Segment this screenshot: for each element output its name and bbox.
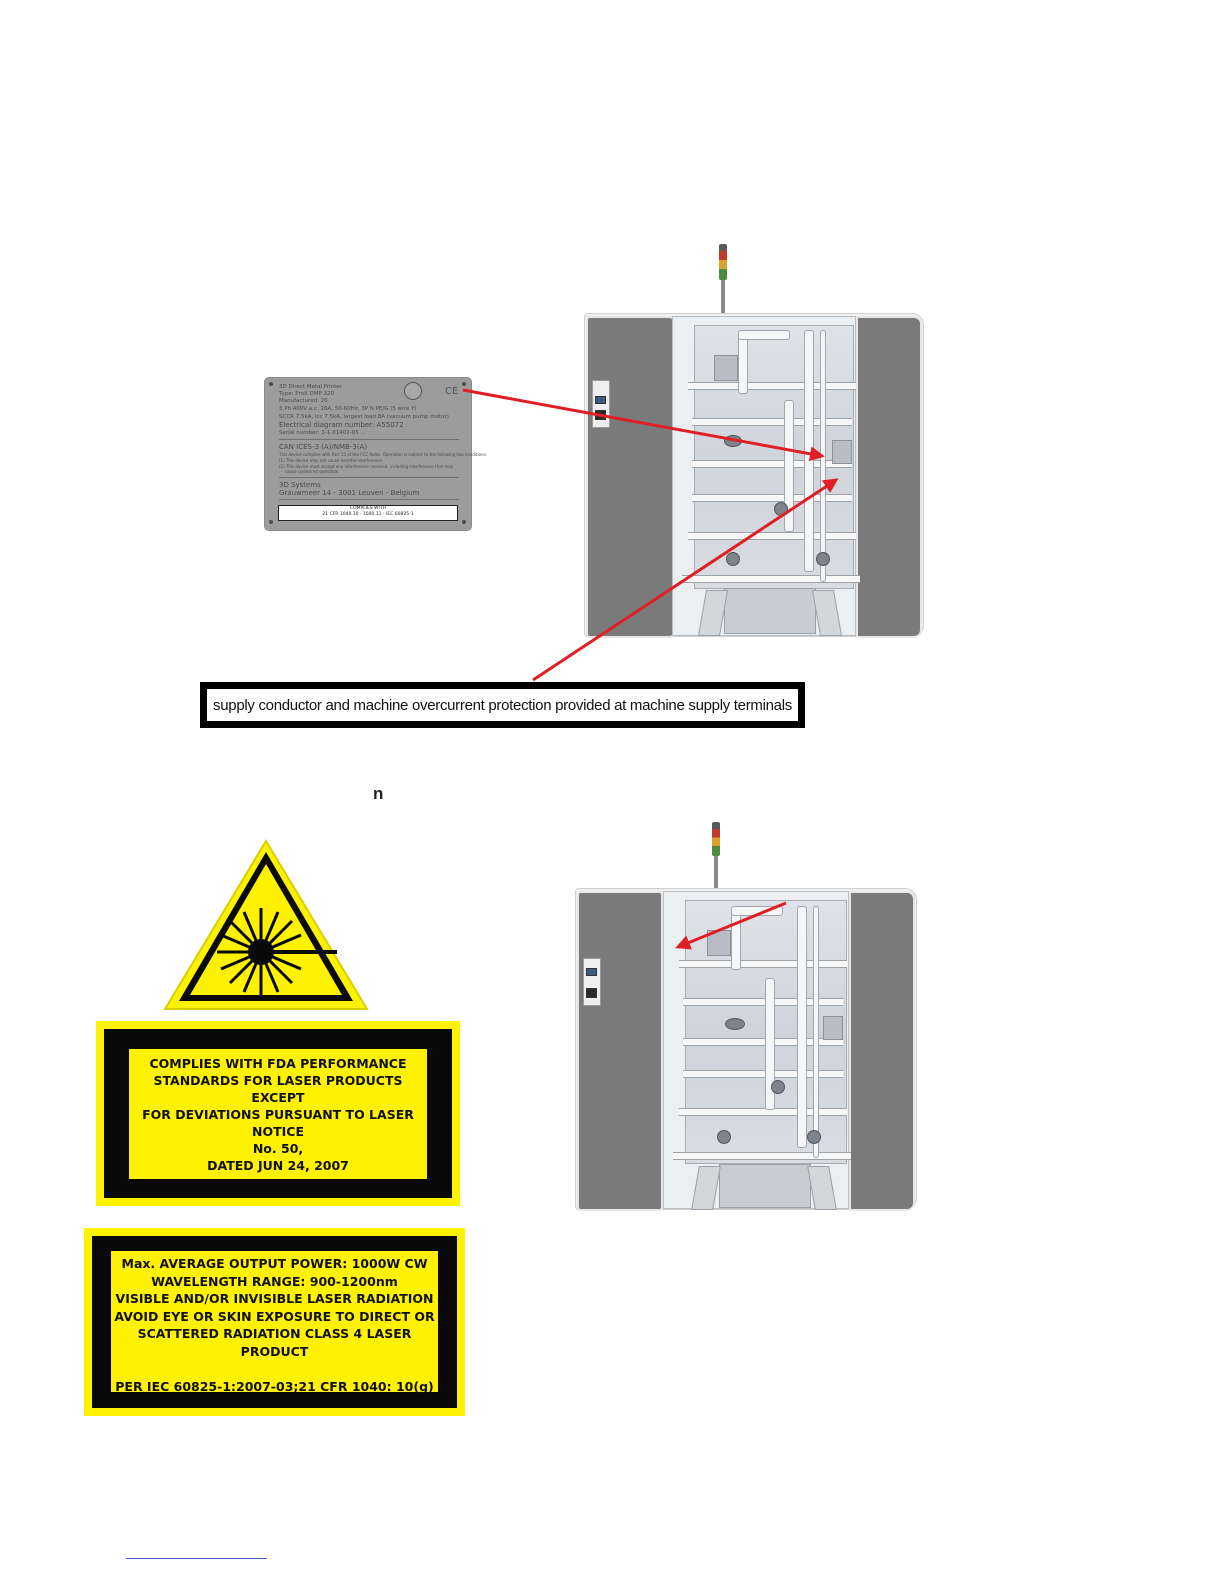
machine-component [707, 930, 731, 956]
plate-line: Type: ProX DMP 320 [279, 391, 335, 397]
plate-line: Manufactured: 20 [279, 398, 328, 404]
machine-left-door [586, 316, 674, 638]
machine-valve [771, 1080, 785, 1094]
signal-tower-light [712, 822, 720, 856]
machine-right-door [849, 891, 915, 1211]
machine-shelf [692, 460, 852, 468]
machine-base [724, 588, 816, 634]
machine-shelf [682, 575, 860, 583]
plate-divider [279, 499, 459, 500]
machine-top-illustration [584, 240, 924, 640]
label-line: AVOID EYE OR SKIN EXPOSURE TO DIRECT OR [114, 1308, 435, 1324]
machine-control-panel [592, 380, 610, 428]
plate-line: Serial number: 3-1-01401-05 ... [279, 430, 366, 436]
machine-component [714, 355, 738, 381]
machine-pipe [731, 906, 783, 916]
plate-fcc-line: cause undesired operation. [285, 469, 340, 474]
label-text-area: COMPLIES WITH FDA PERFORMANCE STANDARDS … [129, 1049, 427, 1179]
plate-line: 3 Ph 400V a.c. 16A, 50-60Hz, 3P N PE/G (… [279, 406, 417, 412]
plate-line: 3D Direct Metal Printer [279, 384, 342, 390]
machine-shelf [683, 1038, 843, 1046]
laser-label-output-power: Max. AVERAGE OUTPUT POWER: 1000W CW WAVE… [84, 1228, 465, 1416]
machine-component [823, 1016, 843, 1040]
machine-pipe [804, 330, 814, 572]
plate-screw-hole [269, 382, 273, 386]
machine-valve [807, 1130, 821, 1144]
machine-pipe [731, 910, 741, 970]
compliance-title: COMPLIES WITH [349, 506, 387, 511]
machine-valve [717, 1130, 731, 1144]
plate-line: SCCR 7.5kA, Icc 7.5kA, largest load 8A (… [279, 414, 449, 420]
machine-shelf [683, 1070, 843, 1078]
signal-tower-pole [721, 280, 725, 315]
machine-shelf [688, 382, 856, 390]
caption-box: supply conductor and machine overcurrent… [200, 682, 805, 728]
label-line: FOR DEVIATIONS PURSUANT TO LASER NOTICE [142, 1106, 414, 1139]
machine-panel-button [586, 968, 597, 976]
caption-text: supply conductor and machine overcurrent… [207, 689, 798, 721]
machine-pipe [765, 978, 775, 1110]
machine-pipe [813, 906, 819, 1158]
plate-fcc-line: This device complies with Part 15 of the… [279, 452, 487, 457]
signal-tower-light [719, 244, 727, 280]
machine-component [832, 440, 852, 464]
ce-mark: CE [445, 386, 459, 397]
manufacturer-logo-icon [404, 382, 422, 400]
plate-compliance-stamp: COMPLIES WITH 21 CFR 1040.10 - 1040.11 -… [278, 505, 458, 521]
machine-valve [726, 552, 740, 566]
plate-fcc-line: (1) This device may not cause harmful in… [279, 458, 384, 463]
plate-manufacturer: 3D Systems [279, 481, 321, 489]
machine-bottom-illustration [575, 818, 920, 1218]
label-text-area: Max. AVERAGE OUTPUT POWER: 1000W CW WAVE… [111, 1251, 438, 1394]
machine-panel-button [595, 396, 606, 404]
machine-pipe [738, 334, 748, 394]
label-line: Max. AVERAGE OUTPUT POWER: 1000W CW [121, 1256, 428, 1271]
label-line: SCATTERED RADIATION CLASS 4 LASER [137, 1326, 412, 1341]
machine-panel-button [586, 988, 597, 998]
plate-fcc-line: (2) This device must accept any interfer… [279, 464, 454, 469]
rating-plate: CE 3D Direct Metal Printer Type: ProX DM… [264, 377, 487, 531]
plate-screw-hole [462, 382, 466, 386]
plate-divider [279, 439, 459, 440]
plate-screw-hole [462, 520, 466, 524]
signal-tower-pole [714, 856, 718, 890]
machine-pipe [820, 330, 826, 582]
label-line: WAVELENGTH RANGE: 900-1200nm [151, 1273, 398, 1289]
machine-right-door [856, 316, 922, 638]
footer-link-underline [126, 1558, 267, 1559]
machine-pipe [797, 906, 807, 1148]
label-line: PRODUCT [240, 1343, 309, 1359]
laser-hazard-icon [163, 839, 369, 1010]
machine-panel-button [595, 410, 606, 420]
label-line: STANDARDS FOR LASER PRODUCTS EXCEPT [153, 1072, 403, 1105]
machine-base [719, 1164, 811, 1208]
compliance-text: 21 CFR 1040.10 - 1040.11 - IEC 60825-1 [322, 512, 414, 517]
machine-shelf [679, 960, 847, 968]
plate-can-ices: CAN ICES-3 (A)/NMB-3(A) [279, 443, 368, 451]
machine-valve [724, 435, 742, 447]
machine-pipe [738, 330, 790, 340]
machine-shelf [692, 418, 852, 426]
label-line: VISIBLE AND/OR INVISIBLE LASER RADIATION [115, 1291, 434, 1306]
label-footer: PER IEC 60825-1:2007-03;21 CFR 1040: 10(… [115, 1379, 434, 1394]
machine-left-door [577, 891, 663, 1211]
machine-shelf [673, 1152, 851, 1160]
machine-valve [816, 552, 830, 566]
laser-label-fda: COMPLIES WITH FDA PERFORMANCE STANDARDS … [96, 1021, 460, 1206]
machine-shelf [679, 1108, 847, 1116]
machine-shelf [683, 998, 843, 1006]
machine-control-panel [583, 958, 601, 1006]
machine-shelf [692, 494, 852, 502]
plate-screw-hole [269, 520, 273, 524]
plate-divider [279, 477, 459, 478]
machine-shelf [688, 532, 856, 540]
machine-valve [725, 1018, 745, 1030]
machine-valve [774, 502, 788, 516]
plate-line: Electrical diagram number: A55072 [279, 421, 404, 429]
label-line: No. 50, [252, 1140, 304, 1156]
label-line: COMPLIES WITH FDA PERFORMANCE [149, 1055, 407, 1071]
stray-text: n [373, 784, 384, 803]
plate-address: Grauwmeer 14 - 3001 Leuven - Belgium [279, 489, 420, 497]
label-line: DATED JUN 24, 2007 [207, 1157, 349, 1173]
